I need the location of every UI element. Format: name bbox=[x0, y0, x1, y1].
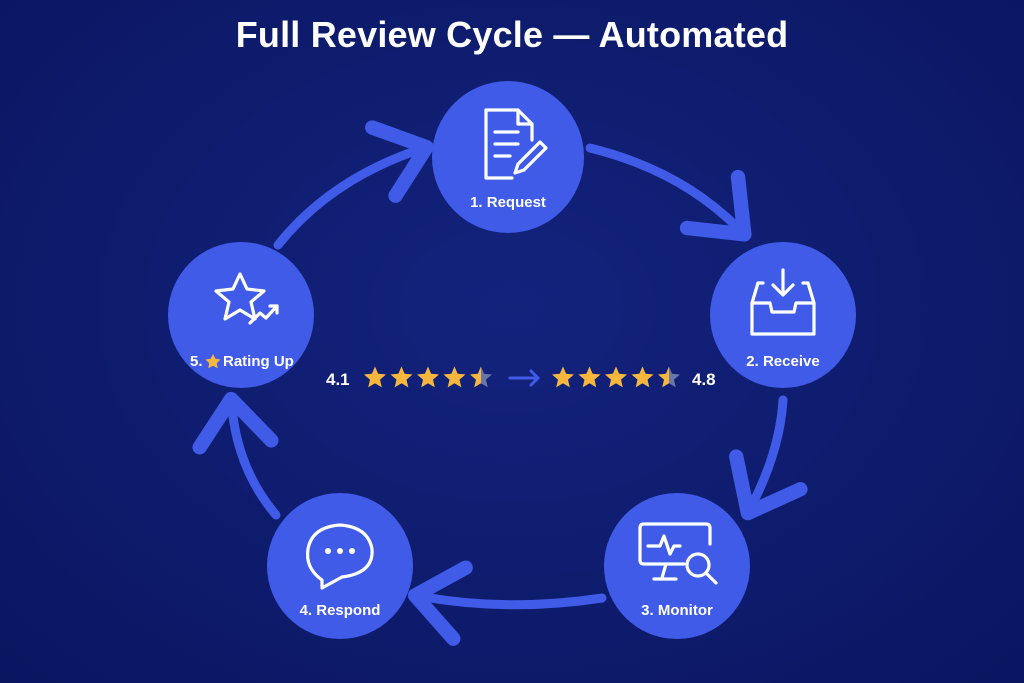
step-label-respond: 4. Respond bbox=[300, 602, 381, 619]
rating-star-fill bbox=[470, 366, 481, 388]
rating-star-fill bbox=[390, 366, 413, 388]
arrow-request-to-receive bbox=[585, 143, 752, 242]
monitor-search-icon bbox=[638, 522, 718, 585]
arrow-respond-to-rating bbox=[192, 391, 281, 520]
rating-before-value: 4.1 bbox=[326, 370, 350, 389]
typing-dots bbox=[325, 548, 355, 554]
rating-before-stars bbox=[364, 366, 492, 388]
arrow-right-icon bbox=[508, 369, 540, 387]
step-label-rating-up: Rating Up bbox=[223, 353, 294, 370]
step-label-prefix-rating: 5. bbox=[190, 353, 203, 370]
step-node-request: 1. Request bbox=[432, 81, 584, 233]
rating-star-fill bbox=[417, 366, 439, 388]
step-node-respond: 4. Respond bbox=[267, 493, 413, 639]
rating-star-fill bbox=[605, 366, 627, 388]
rating-after-stars bbox=[552, 366, 680, 388]
arrow-rating-to-request bbox=[273, 120, 434, 250]
step-label-receive: 2. Receive bbox=[746, 353, 819, 370]
rating-star-fill bbox=[443, 366, 466, 388]
rating-comparison: 4.1 4.8 bbox=[326, 366, 716, 389]
step-label-request: 1. Request bbox=[470, 194, 546, 211]
chat-bubble-icon bbox=[305, 523, 374, 590]
arrow-receive-to-monitor bbox=[729, 395, 808, 521]
inbox-download-icon bbox=[750, 268, 816, 336]
step-node-rating-up: 5. Rating Up bbox=[168, 242, 314, 388]
rating-after-value: 4.8 bbox=[692, 370, 716, 389]
star-icon bbox=[205, 354, 221, 369]
document-pencil-icon bbox=[484, 108, 548, 180]
step-label-monitor: 3. Monitor bbox=[641, 602, 713, 619]
rating-star-fill bbox=[364, 366, 386, 388]
rating-star-fill bbox=[631, 366, 654, 388]
step-node-monitor: 3. Monitor bbox=[604, 493, 750, 639]
star-trend-up-icon bbox=[214, 272, 279, 325]
cycle-arrows bbox=[192, 120, 808, 646]
rating-star-fill bbox=[578, 366, 601, 388]
rating-star-fill bbox=[658, 366, 669, 388]
arrow-monitor-to-respond bbox=[407, 560, 607, 646]
page-title: Full Review Cycle — Automated bbox=[235, 14, 789, 55]
step-node-receive: 2. Receive bbox=[710, 242, 856, 388]
rating-star-fill bbox=[552, 366, 574, 388]
